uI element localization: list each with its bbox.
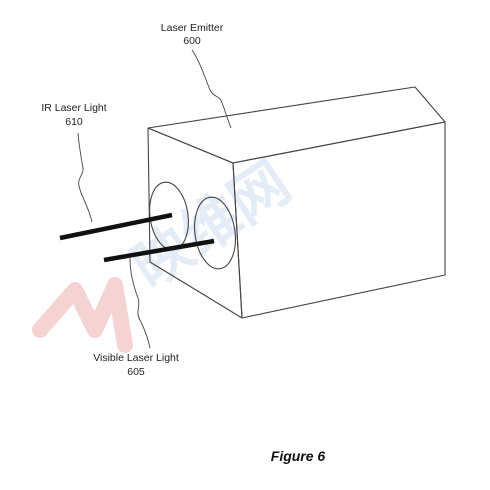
label-visible-laser-light: Visible Laser Light 605 — [93, 352, 179, 378]
box-top-face — [147, 86, 446, 164]
watermark-logo — [32, 277, 133, 353]
leader-line-ir — [77, 132, 93, 223]
label-laser-emitter: Laser Emitter 600 — [161, 22, 224, 47]
label-ir-laser-light-ref: 610 — [65, 116, 83, 128]
visible-laser-beam — [103, 238, 215, 263]
leader-line-emitter — [191, 49, 232, 129]
figure-caption: Figure 6 — [271, 448, 326, 464]
laser-beams — [59, 212, 215, 263]
label-visible-laser-light-ref: 605 — [127, 366, 145, 378]
laser-emitter-box — [147, 86, 446, 319]
label-laser-emitter-title: Laser Emitter — [161, 22, 224, 34]
watermark-text: 映维网 — [120, 148, 302, 302]
ir-laser-beam — [59, 212, 173, 241]
box-side-face — [232, 121, 446, 319]
label-ir-laser-light-title: IR Laser Light — [41, 102, 106, 114]
label-ir-laser-light: IR Laser Light 610 — [41, 102, 106, 128]
label-laser-emitter-ref: 600 — [183, 35, 201, 47]
leader-lines — [77, 49, 232, 349]
label-visible-laser-light-title: Visible Laser Light — [93, 352, 179, 364]
aperture-visible — [194, 196, 236, 270]
leader-line-visible — [129, 257, 151, 349]
